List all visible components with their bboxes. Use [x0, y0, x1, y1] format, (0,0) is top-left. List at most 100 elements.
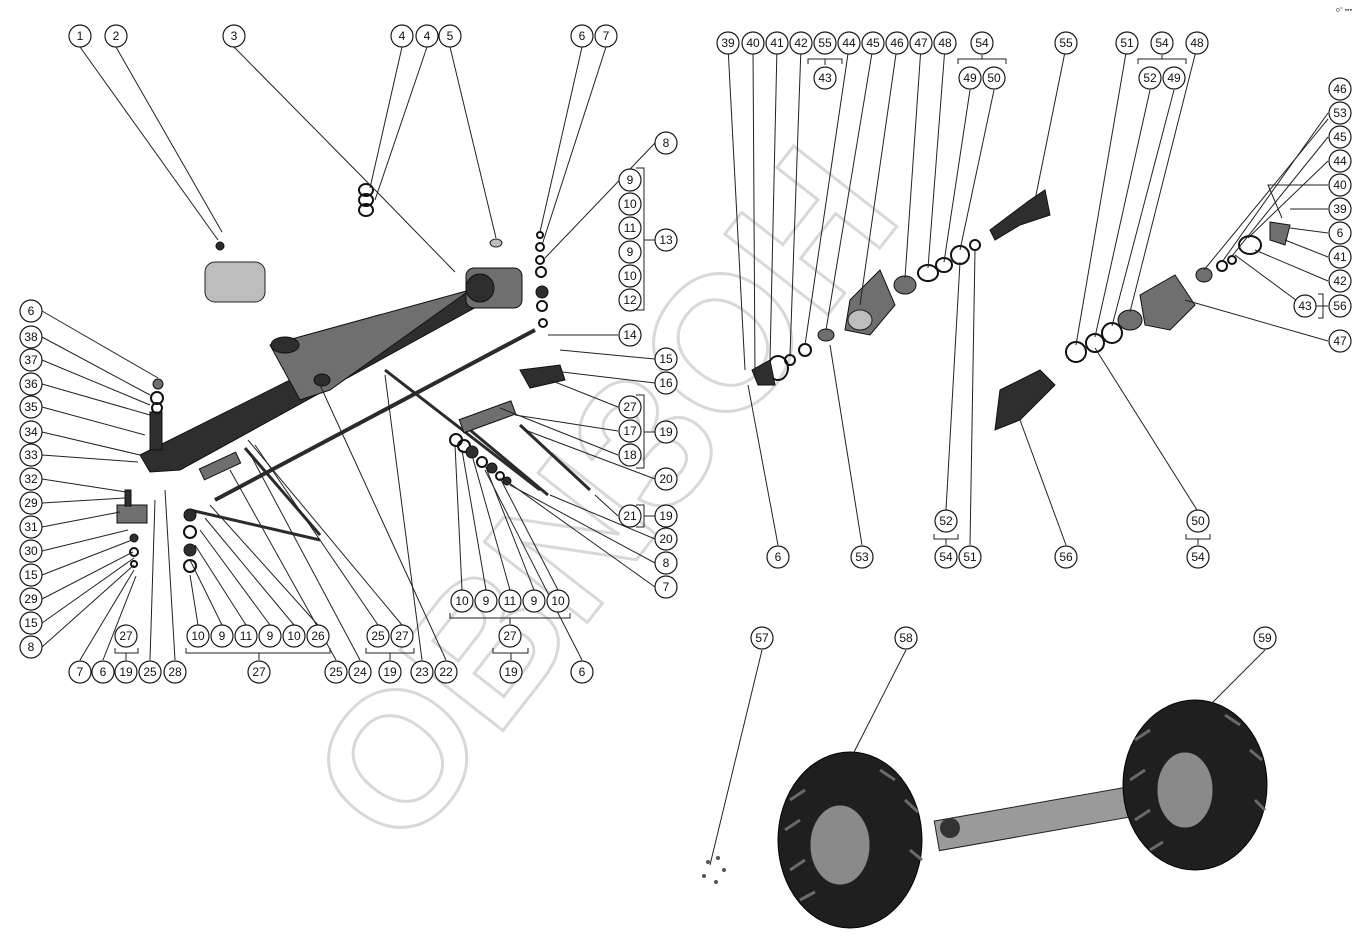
callout-10: 10: [618, 264, 642, 288]
svg-text:44: 44: [1333, 154, 1347, 168]
callout-6: 6: [91, 660, 115, 684]
svg-text:5: 5: [447, 29, 454, 43]
svg-text:27: 27: [395, 629, 409, 643]
callout-43: 43: [1293, 294, 1317, 318]
callout-50: 50: [982, 66, 1006, 90]
svg-text:2: 2: [113, 29, 120, 43]
bearing-47-upper: [893, 275, 917, 295]
callout-6: 6: [570, 660, 594, 684]
callout-4: 4: [415, 24, 439, 48]
svg-text:15: 15: [24, 568, 38, 582]
callout-54: 54: [1186, 545, 1210, 569]
callout-39: 39: [716, 31, 740, 55]
ring-44-lower: [1227, 255, 1237, 265]
svg-text:8: 8: [663, 136, 670, 150]
callout-47: 47: [909, 31, 933, 55]
sleeve-18: [458, 400, 517, 434]
callout-19: 19: [114, 660, 138, 684]
callout-36: 36: [19, 372, 43, 396]
bearing-46-lower: [1195, 267, 1213, 283]
svg-text:54: 54: [975, 36, 989, 50]
callout-15: 15: [19, 611, 43, 635]
callout-27: 27: [618, 395, 642, 419]
callout-18: 18: [618, 443, 642, 467]
callout-48: 48: [933, 31, 957, 55]
callout-46: 46: [1328, 77, 1352, 101]
callout-54: 54: [970, 31, 994, 55]
washer-38: [152, 378, 164, 390]
callout-19: 19: [654, 420, 678, 444]
svg-text:25: 25: [329, 665, 343, 679]
callout-41: 41: [1328, 245, 1352, 269]
callout-9: 9: [474, 589, 498, 613]
sleeve-27: [198, 451, 242, 481]
callout-48: 48: [1185, 31, 1209, 55]
svg-text:27: 27: [252, 665, 266, 679]
svg-text:14: 14: [623, 328, 637, 342]
svg-text:25: 25: [371, 629, 385, 643]
svg-text:9: 9: [531, 594, 538, 608]
callout-17: 17: [618, 419, 642, 443]
beam-pivot: [270, 336, 300, 354]
callout-54: 54: [1150, 31, 1174, 55]
bearing-53-upper: [817, 328, 835, 342]
callout-19: 19: [499, 660, 523, 684]
axle-end: [940, 818, 960, 838]
svg-text:41: 41: [1333, 250, 1347, 264]
hub-nut: [215, 241, 225, 251]
svg-text:19: 19: [119, 665, 133, 679]
tie-rod-main: [214, 328, 536, 502]
callout-8: 8: [19, 635, 43, 659]
svg-text:19: 19: [504, 665, 518, 679]
rim-59: [1156, 751, 1214, 829]
pin-35: [149, 411, 163, 451]
svg-text:56: 56: [1059, 550, 1073, 564]
svg-text:58: 58: [899, 631, 913, 645]
svg-text:6: 6: [28, 304, 35, 318]
svg-text:41: 41: [770, 36, 784, 50]
svg-text:18: 18: [623, 448, 637, 462]
svg-text:11: 11: [624, 221, 637, 235]
svg-text:25: 25: [143, 665, 157, 679]
callout-23: 23: [410, 660, 434, 684]
svg-text:45: 45: [1333, 130, 1347, 144]
svg-text:50: 50: [987, 71, 1001, 85]
svg-text:54: 54: [939, 550, 953, 564]
callout-22: 22: [434, 660, 458, 684]
callout-4: 4: [390, 24, 414, 48]
svg-text:44: 44: [842, 36, 856, 50]
bracket-31: [116, 504, 148, 524]
steering-arm-16: [519, 364, 566, 389]
knuckle-55: [989, 189, 1051, 241]
callout-19: 19: [654, 504, 678, 528]
ring-45-lower: [1216, 260, 1228, 272]
callout-15: 15: [654, 347, 678, 371]
svg-text:31: 31: [24, 520, 38, 534]
callout-27: 27: [114, 624, 138, 648]
svg-text:49: 49: [1167, 71, 1181, 85]
svg-text:55: 55: [818, 36, 832, 50]
svg-text:47: 47: [1333, 334, 1347, 348]
callout-27: 27: [390, 624, 414, 648]
callout-9: 9: [618, 168, 642, 192]
tie-rod-20: [469, 428, 549, 497]
callout-24: 24: [348, 660, 372, 684]
callout-25: 25: [324, 660, 348, 684]
svg-text:55: 55: [1059, 36, 1073, 50]
callout-50: 50: [1186, 509, 1210, 533]
svg-text:51: 51: [963, 550, 977, 564]
svg-text:36: 36: [24, 377, 38, 391]
svg-text:48: 48: [1190, 36, 1204, 50]
svg-text:43: 43: [1298, 299, 1312, 313]
callout-19: 19: [378, 660, 402, 684]
callout-54: 54: [934, 545, 958, 569]
callout-38: 38: [19, 325, 43, 349]
svg-text:7: 7: [603, 29, 610, 43]
svg-text:30: 30: [24, 544, 38, 558]
callout-27: 27: [498, 624, 522, 648]
ring-37: [151, 402, 163, 414]
callout-11: 11: [498, 589, 522, 613]
callout-9: 9: [618, 240, 642, 264]
callout-55: 55: [813, 31, 837, 55]
